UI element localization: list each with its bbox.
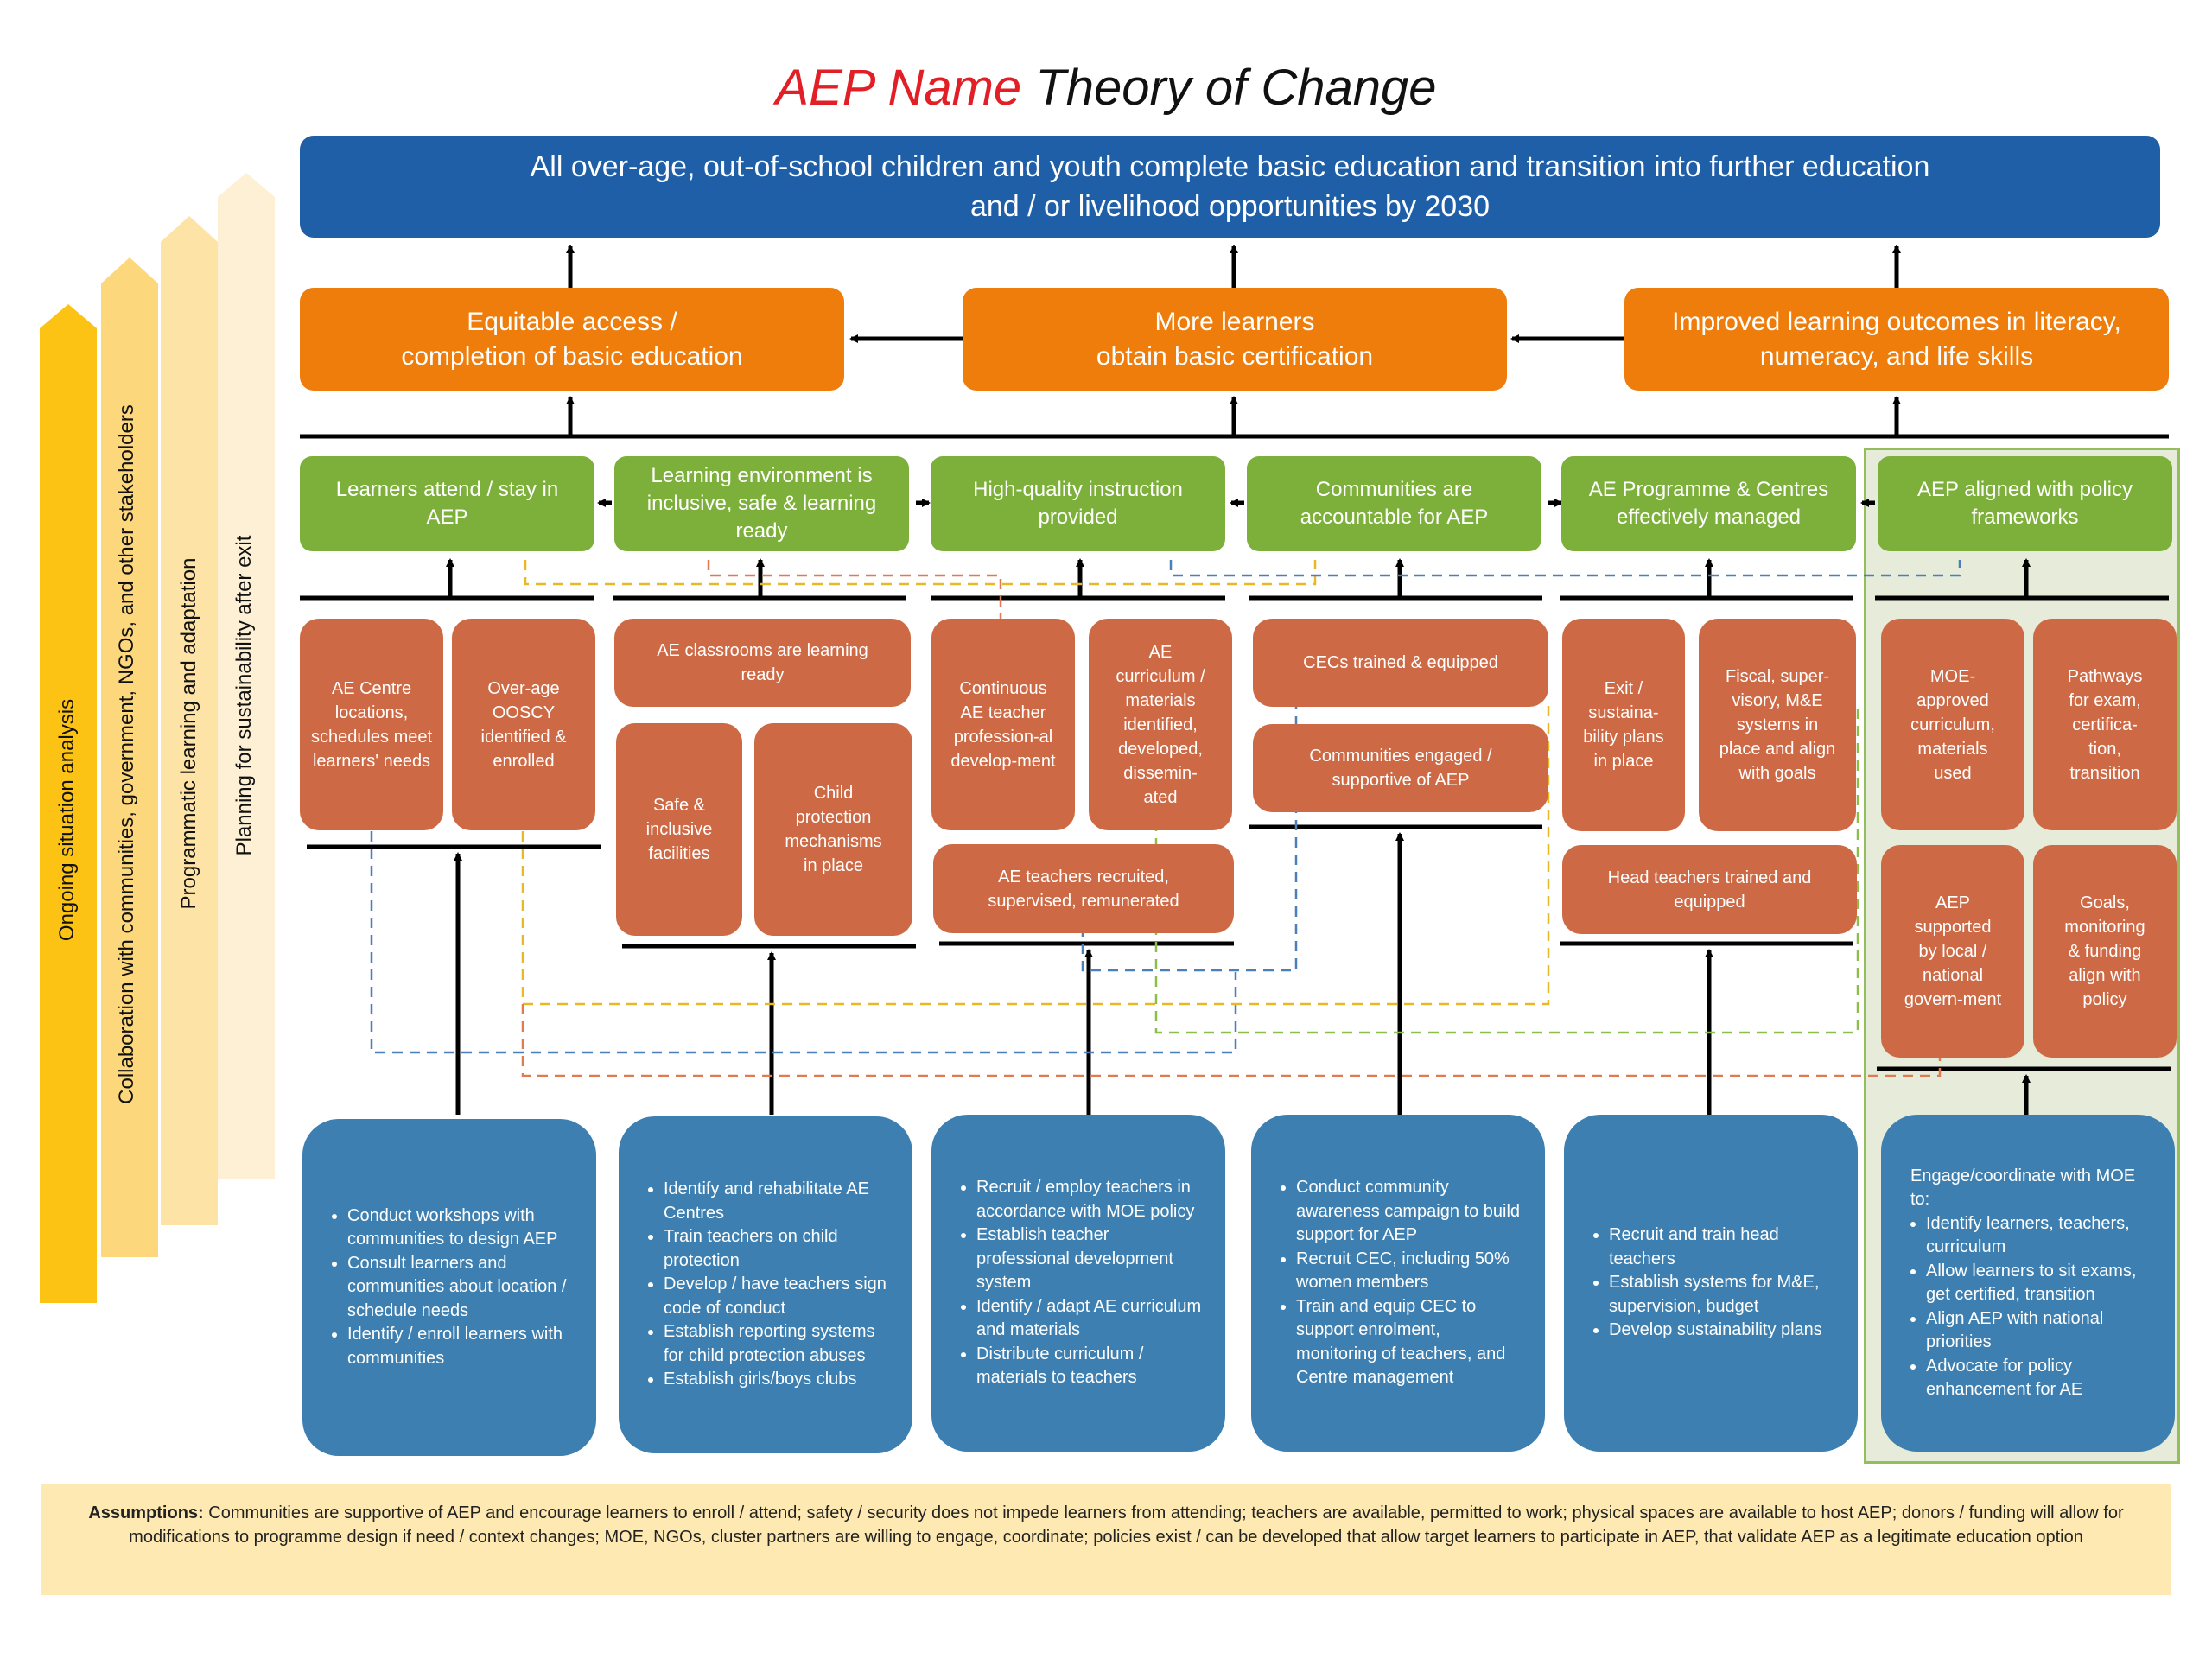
activity-item: Train teachers on child protection <box>664 1225 892 1273</box>
activity-item: Identify learners, teachers, curriculum <box>1926 1212 2154 1260</box>
activity-item: Identify / enroll learners with communit… <box>347 1323 575 1370</box>
intermediate-environment: Learning environment is inclusive, safe … <box>614 456 909 551</box>
output-fiscal-systems: Fiscal, super-visory, M&E systems in pla… <box>1699 619 1856 831</box>
intermediate-communities: Communities are accountable for AEP <box>1247 456 1541 551</box>
outcome-certification: More learners obtain basic certification <box>963 288 1507 391</box>
output-pathways: Pathways for exam, certifica-tion, trans… <box>2033 619 2177 830</box>
output-curriculum-materials: AE curriculum / materials identified, de… <box>1089 619 1232 830</box>
activities-list-3: Recruit / employ teachers in accordance … <box>961 1176 1205 1390</box>
output-teachers-recruited: AE teachers recruited, supervised, remun… <box>933 844 1234 933</box>
outcome-1-line-1: Equitable access / <box>467 307 677 336</box>
outcome-3-line-2: numeracy, and life skills <box>1759 341 2034 371</box>
side-arrow-2 <box>101 257 158 1257</box>
side-arrow-3 <box>161 216 218 1225</box>
output-ooscy-enrolled: Over-age OOSCY identified & enrolled <box>452 619 595 830</box>
outcome-equitable-access: Equitable access / completion of basic ed… <box>300 288 844 391</box>
outcome-learning: Improved learning outcomes in literacy, n… <box>1624 288 2169 391</box>
output-safe-facilities: Safe & inclusive facilities <box>616 723 742 936</box>
activities-list-6: Identify learners, teachers, curriculum … <box>1910 1212 2154 1402</box>
activity-item: Establish teacher professional developme… <box>976 1224 1205 1295</box>
title-text: Theory of Change <box>1021 60 1437 116</box>
activity-item: Identify / adapt AE curriculum and mater… <box>976 1295 1205 1343</box>
output-head-teachers: Head teachers trained and equipped <box>1562 845 1857 934</box>
activity-item: Establish girls/boys clubs <box>664 1368 892 1392</box>
outcome-2-line-1: More learners <box>1154 307 1315 336</box>
activities-instruction: Recruit / employ teachers in accordance … <box>931 1115 1225 1452</box>
activities-environment: Identify and rehabilitate AE Centres Tra… <box>619 1116 912 1453</box>
activity-item: Recruit and train head teachers <box>1609 1224 1837 1271</box>
activity-item: Develop / have teachers sign code of con… <box>664 1273 892 1320</box>
activity-item: Identify and rehabilitate AE Centres <box>664 1178 892 1225</box>
activity-item: Allow learners to sit exams, get certifi… <box>1926 1260 2154 1307</box>
activities-list-2: Identify and rehabilitate AE Centres Tra… <box>648 1178 892 1392</box>
output-exit-plans: Exit / sustaina-bility plans in place <box>1562 619 1685 831</box>
output-classrooms-ready: AE classrooms are learning ready <box>614 619 911 707</box>
intermediate-attend: Learners attend / stay in AEP <box>300 456 594 551</box>
intermediate-policy: AEP aligned with policy frameworks <box>1878 456 2172 551</box>
output-child-protection: Child protection mechanisms in place <box>754 723 912 936</box>
activities-learners: Conduct workshops with communities to de… <box>302 1119 596 1456</box>
activities-lead: Engage/coordinate with MOE to: <box>1910 1166 2136 1210</box>
outcome-2-line-2: obtain basic certification <box>1096 341 1374 371</box>
intermediate-instruction: High-quality instruction provided <box>931 456 1225 551</box>
activity-item: Align AEP with national priorities <box>1926 1307 2154 1355</box>
output-communities-engaged: Communities engaged / supportive of AEP <box>1253 724 1548 812</box>
goal-line-1: All over-age, out-of-school children and… <box>530 150 1930 183</box>
side-arrow-1 <box>40 304 97 1303</box>
output-moe-curriculum: MOE-approved curriculum, materials used <box>1881 619 2024 830</box>
activity-item: Consult learners and communities about l… <box>347 1252 575 1324</box>
output-centre-locations: AE Centre locations, schedules meet lear… <box>300 619 443 830</box>
assumptions-label: Assumptions: <box>88 1503 204 1522</box>
activities-list-1: Conduct workshops with communities to de… <box>332 1205 575 1371</box>
output-goals-align: Goals, monitoring & funding align with p… <box>2033 845 2177 1058</box>
activities-management: Recruit and train head teachers Establis… <box>1564 1115 1858 1452</box>
activities-communities: Conduct community awareness campaign to … <box>1251 1115 1545 1452</box>
activity-item: Recruit / employ teachers in accordance … <box>976 1176 1205 1224</box>
activity-item: Distribute curriculum / materials to tea… <box>976 1343 1205 1390</box>
activity-item: Establish systems for M&E, supervision, … <box>1609 1271 1837 1319</box>
title-program-name: AEP Name <box>775 60 1022 116</box>
activities-list-5: Recruit and train head teachers Establis… <box>1593 1224 1837 1343</box>
output-government-support: AEP supported by local / national govern… <box>1881 845 2024 1058</box>
activities-policy: Engage/coordinate with MOE to: Identify … <box>1881 1115 2175 1452</box>
output-teacher-development: Continuous AE teacher profession-al deve… <box>931 619 1075 830</box>
intermediate-management: AE Programme & Centres effectively manag… <box>1561 456 1856 551</box>
activities-list-4: Conduct community awareness campaign to … <box>1281 1176 1524 1390</box>
activity-item: Recruit CEC, including 50% women members <box>1296 1248 1524 1295</box>
page-title: AEP Name Theory of Change <box>0 59 2212 117</box>
activity-item: Conduct workshops with communities to de… <box>347 1205 575 1252</box>
outcome-1-line-2: completion of basic education <box>401 341 743 371</box>
goal-line-2: and / or livelihood opportunities by 203… <box>969 190 1491 223</box>
activity-item: Train and equip CEC to support enrolment… <box>1296 1295 1524 1390</box>
side-arrow-4 <box>218 173 275 1179</box>
goal-box: All over-age, out-of-school children and… <box>300 136 2160 238</box>
output-cecs-trained: CECs trained & equipped <box>1253 619 1548 707</box>
activity-item: Conduct community awareness campaign to … <box>1296 1176 1524 1248</box>
outcome-3-line-1: Improved learning outcomes in literacy, <box>1672 307 2121 336</box>
assumptions-text: Communities are supportive of AEP and en… <box>129 1503 2124 1547</box>
assumptions-box: Assumptions: Communities are supportive … <box>41 1484 2171 1595</box>
activity-item: Establish reporting systems for child pr… <box>664 1320 892 1368</box>
activity-item: Advocate for policy enhancement for AE <box>1926 1355 2154 1402</box>
activity-item: Develop sustainability plans <box>1609 1319 1837 1343</box>
